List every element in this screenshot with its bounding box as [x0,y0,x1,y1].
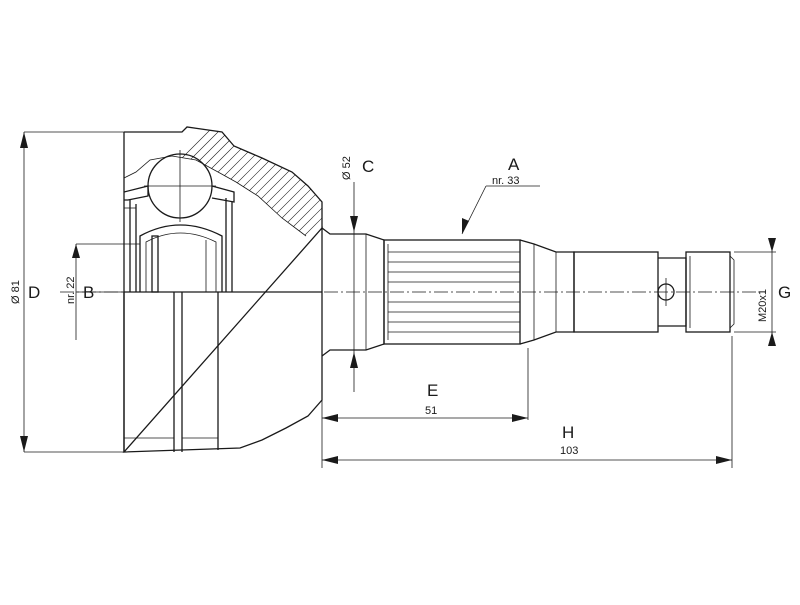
label-h-value: 103 [560,445,578,457]
label-e: E [427,381,438,400]
dimension-g [734,238,776,346]
label-h: H [562,423,574,442]
label-d: D [28,283,40,302]
label-c-sub: Ø 52 [341,156,353,180]
label-a: A [508,155,520,174]
label-c: C [362,157,374,176]
shaft [321,227,735,357]
spline-teeth [387,244,520,340]
dimension-h [322,336,733,468]
label-g: G [778,283,791,302]
dimension-a [461,185,540,235]
inner-race-and-ball [123,150,235,293]
label-a-sub: nr. 33 [492,175,520,187]
label-g-sub: M20x1 [757,289,769,322]
dimension-b [72,243,140,340]
label-b: B [83,283,94,302]
dimension-c [350,182,358,392]
label-d-sub: Ø 81 [10,280,22,304]
label-e-value: 51 [425,405,437,417]
housing [122,126,323,453]
dimension-d [20,131,124,453]
dimension-e [321,348,529,468]
label-b-sub: nr. 22 [65,276,77,304]
housing-hatch [124,127,322,236]
